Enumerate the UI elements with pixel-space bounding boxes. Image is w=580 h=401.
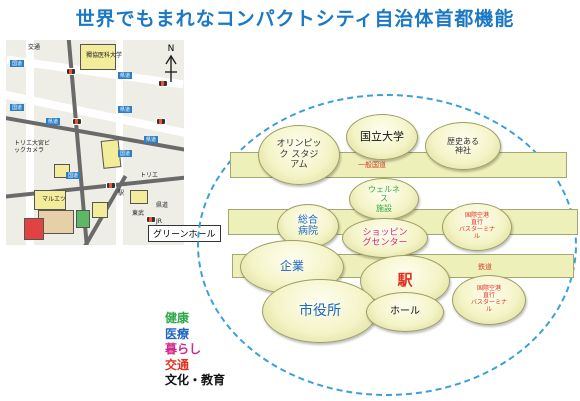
map-label-hotel: トリエ bbox=[140, 172, 159, 179]
bubble-city-hall: 市役所 bbox=[262, 279, 378, 343]
map-block bbox=[38, 210, 74, 234]
map-marker-icon bbox=[156, 118, 166, 125]
map-road-label: 国道 bbox=[10, 60, 25, 67]
map-marker-icon bbox=[106, 182, 116, 189]
map-street bbox=[26, 40, 34, 245]
bubble-text: 国際空港 直行 バスターミナ ル bbox=[470, 285, 507, 313]
bubble-hall: ホール bbox=[366, 292, 444, 332]
legend-item-living: 暮らし bbox=[165, 342, 202, 356]
map-road-label: 県道 bbox=[118, 106, 133, 113]
city-map: 獨協医科大学 交通 国道 国道 県道 県道 県道 国道 県道 国道 トリエ大宮ビ… bbox=[6, 40, 184, 245]
map-road-label: 県道 bbox=[144, 136, 159, 143]
compact-city-boundary bbox=[197, 94, 577, 396]
map-road-label: 国道 bbox=[10, 104, 25, 111]
bubble-text: ショッピン グセンター bbox=[362, 227, 408, 248]
legend-item-medical: 医療 bbox=[165, 326, 190, 341]
bubble-text: 総合 病院 bbox=[298, 214, 318, 238]
road-band-label: 一般国道 bbox=[358, 161, 386, 169]
map-label-maruko: マルエツ bbox=[42, 196, 67, 203]
north-arrow-icon: N bbox=[162, 44, 180, 87]
map-marker-icon bbox=[72, 118, 82, 125]
bubble-text: オリンピッ ク スタジ アム bbox=[276, 139, 322, 171]
bubble-wellness-facility: ウェルネ ス 施設 bbox=[349, 178, 419, 220]
map-block bbox=[92, 202, 108, 218]
bubble-text: 駅 bbox=[397, 271, 413, 290]
map-block bbox=[130, 190, 148, 204]
map-block-red bbox=[24, 218, 44, 240]
map-label-station-top: 交通 bbox=[28, 44, 41, 51]
map-block-university bbox=[80, 44, 116, 70]
bubble-airport-bus-terminal-2: 国際空港 直行 バスターミナ ル bbox=[452, 275, 526, 325]
legend-item-health: 健康 bbox=[165, 311, 190, 325]
map-label-univ: 獨協医科大学 bbox=[86, 52, 123, 59]
map-label-jr: JR bbox=[156, 218, 162, 225]
legend: 健康 医療 暮らし 交通 文化・教育 bbox=[165, 311, 225, 389]
bubble-national-university: 国立大学 bbox=[346, 114, 418, 160]
bubble-historic-shrine: 歴史ある 神社 bbox=[425, 122, 501, 170]
bubble-shopping-center: ショッピン グセンター bbox=[342, 218, 428, 258]
bubble-text: 歴史ある 神社 bbox=[447, 136, 479, 155]
map-street bbox=[116, 40, 123, 245]
map-marker-icon bbox=[66, 68, 76, 75]
map-label-tobu: 東武 bbox=[132, 210, 145, 217]
map-road-label: 国道 bbox=[66, 172, 81, 179]
rail-band-label: 鉄道 bbox=[478, 263, 492, 271]
north-label: N bbox=[167, 44, 175, 54]
legend-item-transport: 交通 bbox=[165, 357, 190, 372]
bubble-olympic-stadium: オリンピッ ク スタジ アム bbox=[258, 125, 340, 185]
legend-item-culture: 文化・教育 bbox=[165, 373, 226, 387]
bubble-text: 企業 bbox=[279, 259, 304, 274]
bubble-airport-bus-terminal: 国際空港 直行 バスターミナ ル bbox=[442, 203, 512, 251]
map-label-road-right: 県道 bbox=[156, 202, 169, 209]
map-road-label: 国道 bbox=[118, 150, 133, 157]
map-road-label: 県道 bbox=[118, 72, 133, 79]
bubble-text: ホール bbox=[390, 306, 420, 318]
bubble-text: 国際空港 直行 バスターミナ ル bbox=[458, 212, 495, 240]
map-marker-icon bbox=[158, 80, 168, 87]
bubble-text: 国立大学 bbox=[360, 129, 404, 143]
map-block bbox=[34, 190, 66, 210]
page-title: 世界でもまれなコンパクトシティ自治体首都機能 bbox=[75, 8, 515, 30]
map-label-station: 駅 bbox=[118, 190, 125, 197]
north-arrow-graphic bbox=[165, 54, 177, 82]
bubble-text: ウェルネ ス 施設 bbox=[368, 185, 400, 213]
bubble-text: 市役所 bbox=[299, 302, 341, 319]
map-block-green bbox=[76, 210, 90, 228]
map-label-mall: トリエ大宮ビックカメラ bbox=[14, 140, 51, 154]
map-road-label: 県道 bbox=[46, 118, 61, 125]
map-marker-icon bbox=[146, 216, 156, 223]
